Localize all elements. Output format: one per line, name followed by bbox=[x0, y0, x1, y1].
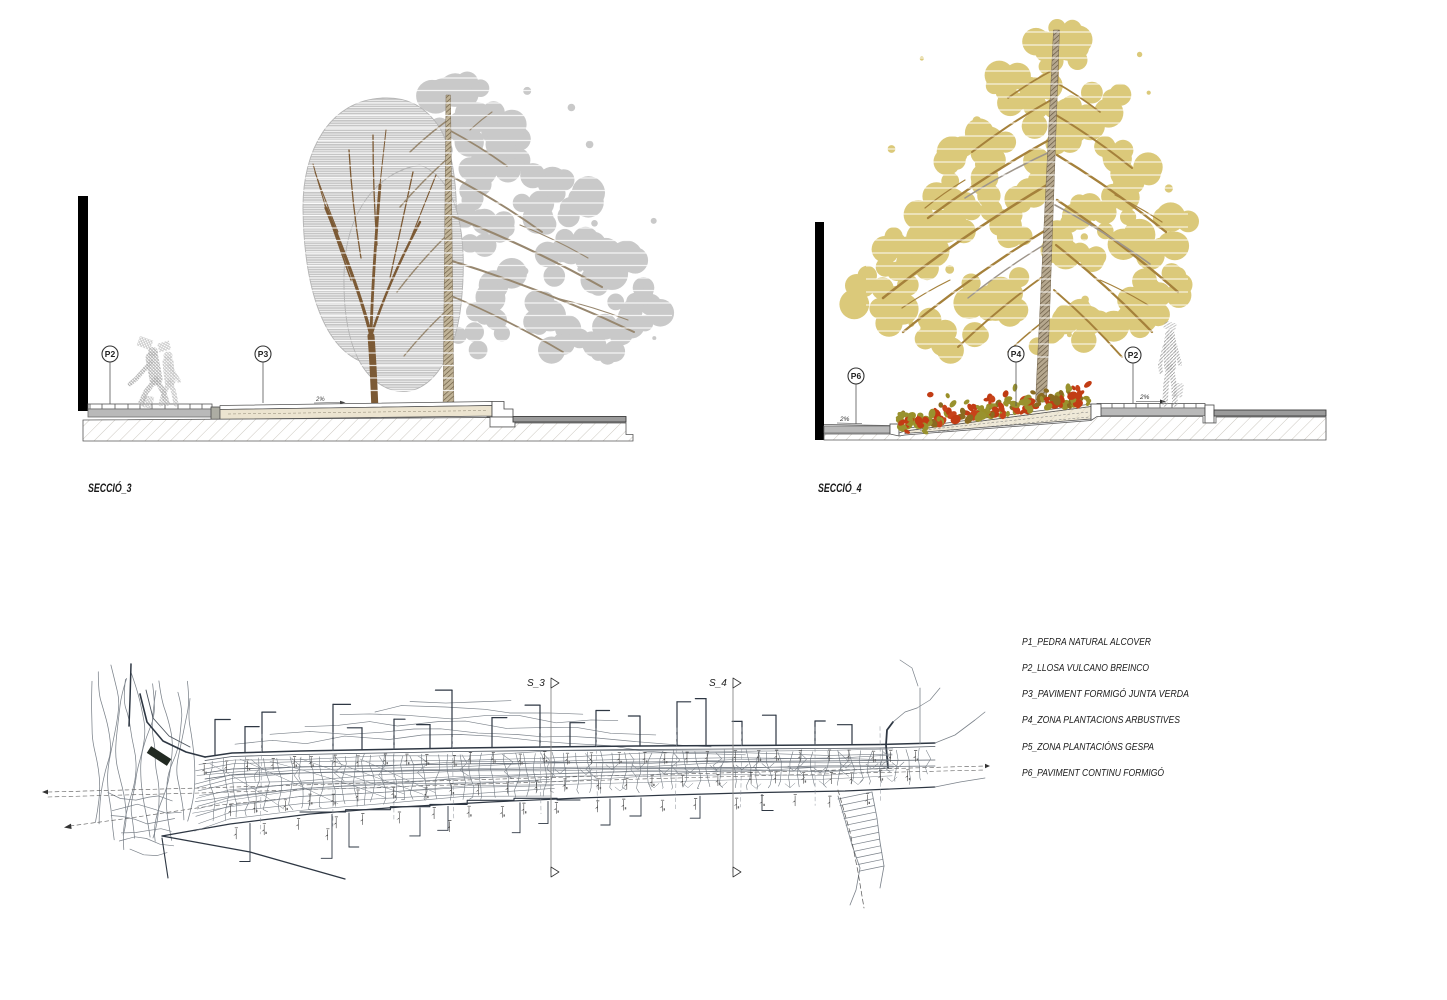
svg-text:S_3: S_3 bbox=[527, 678, 545, 689]
svg-text:P3: P3 bbox=[258, 349, 269, 359]
svg-text:P5_ZONA PLANTACIÓNS GESPA: P5_ZONA PLANTACIÓNS GESPA bbox=[1022, 740, 1154, 753]
svg-text:S_4: S_4 bbox=[709, 678, 727, 689]
svg-text:P6: P6 bbox=[851, 371, 862, 381]
svg-text:SECCIÓ_3: SECCIÓ_3 bbox=[88, 482, 132, 495]
svg-text:P4_ZONA PLANTACIONS ARBUSTIVES: P4_ZONA PLANTACIONS ARBUSTIVES bbox=[1022, 715, 1180, 726]
svg-text:P6_PAVIMENT CONTINU FORMIGÓ: P6_PAVIMENT CONTINU FORMIGÓ bbox=[1022, 766, 1164, 779]
svg-text:2%: 2% bbox=[1139, 394, 1150, 401]
svg-text:P2: P2 bbox=[105, 349, 116, 359]
svg-text:2%: 2% bbox=[315, 397, 325, 403]
svg-text:P2_LLOSA VULCANO BREINCO: P2_LLOSA VULCANO BREINCO bbox=[1022, 663, 1149, 674]
svg-text:P1_PEDRA NATURAL ALCOVER: P1_PEDRA NATURAL ALCOVER bbox=[1022, 637, 1151, 648]
svg-text:SECCIÓ_4: SECCIÓ_4 bbox=[818, 482, 862, 495]
svg-text:P3_PAVIMENT FORMIGÓ JUNTA VERD: P3_PAVIMENT FORMIGÓ JUNTA VERDA bbox=[1022, 687, 1189, 700]
svg-text:P4: P4 bbox=[1011, 349, 1022, 359]
svg-text:2%: 2% bbox=[839, 416, 850, 423]
svg-text:P2: P2 bbox=[1128, 350, 1139, 360]
